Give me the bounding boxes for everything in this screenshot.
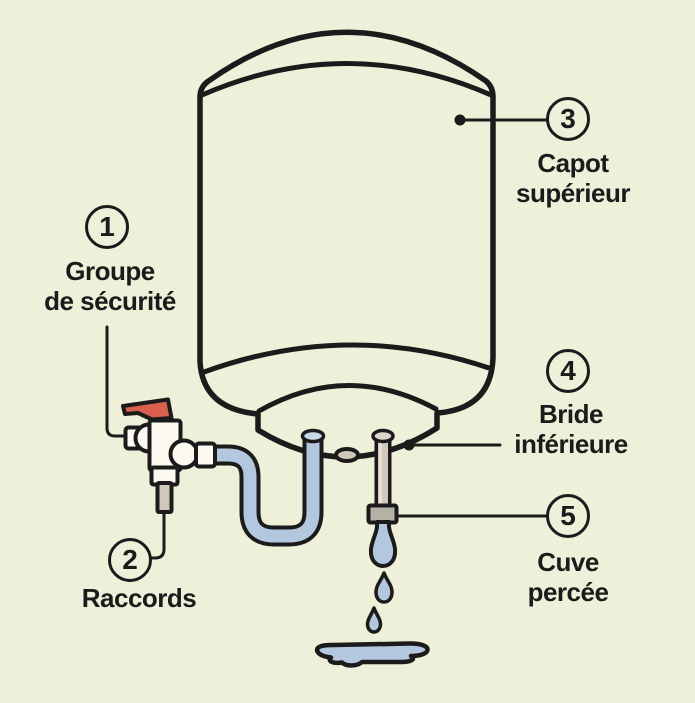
valve-red-handle xyxy=(121,397,174,422)
label-2-number-badge: 2 xyxy=(108,538,152,582)
label-1-text: Groupe de sécurité xyxy=(10,256,210,316)
falling-drop-2 xyxy=(365,606,383,634)
lower-flange-seam xyxy=(256,383,439,414)
label-1-line1: Groupe xyxy=(65,256,155,286)
water-puddle xyxy=(314,641,430,668)
pipe-clamp xyxy=(366,503,399,525)
hanging-drop xyxy=(368,520,398,568)
label-2-text: Raccords xyxy=(39,583,239,613)
drain-pipe-cap xyxy=(371,428,395,444)
label-5-text: Cuve percée xyxy=(468,547,668,607)
valve-outlet-nut xyxy=(194,441,217,469)
leader-lines xyxy=(105,114,548,560)
valve-outlet-boss xyxy=(168,438,200,470)
label-4-text: Bride inférieure xyxy=(471,399,671,459)
valve-drain-tube xyxy=(155,481,174,514)
leader-line-2 xyxy=(151,510,166,560)
leader-dot-3 xyxy=(454,114,466,126)
leader-dot-4 xyxy=(403,439,415,451)
label-2-line1: Raccords xyxy=(81,583,197,613)
label-4-number-badge: 4 xyxy=(546,349,590,393)
label-5-number-badge: 5 xyxy=(546,494,590,538)
cold-pipe-cap xyxy=(300,428,326,444)
water-leak xyxy=(314,520,430,668)
cold-water-pipe xyxy=(212,437,324,547)
label-3-line1: Capot xyxy=(537,148,609,178)
label-5-line1: Cuve xyxy=(537,547,599,577)
top-cap-seam xyxy=(199,61,494,98)
label-5-line2: percée xyxy=(527,577,609,607)
label-3-line2: supérieur xyxy=(516,178,631,208)
falling-drop-1 xyxy=(374,571,394,604)
safety-valve xyxy=(121,397,217,514)
cold-water-pipe-fill xyxy=(212,437,320,543)
label-4-line1: Bride xyxy=(539,399,603,429)
label-1-line2: de sécurité xyxy=(44,286,176,316)
label-3-number-badge: 3 xyxy=(546,97,590,141)
label-1-number-badge: 1 xyxy=(85,205,129,249)
tank-silhouette xyxy=(197,29,496,460)
leader-line-1 xyxy=(105,325,132,438)
bottom-shell-seam xyxy=(201,342,492,375)
flange-stud xyxy=(334,447,360,463)
label-3-text: Capot supérieur xyxy=(473,148,673,208)
label-4-line2: inférieure xyxy=(514,429,628,459)
tank-illustration xyxy=(197,29,496,463)
